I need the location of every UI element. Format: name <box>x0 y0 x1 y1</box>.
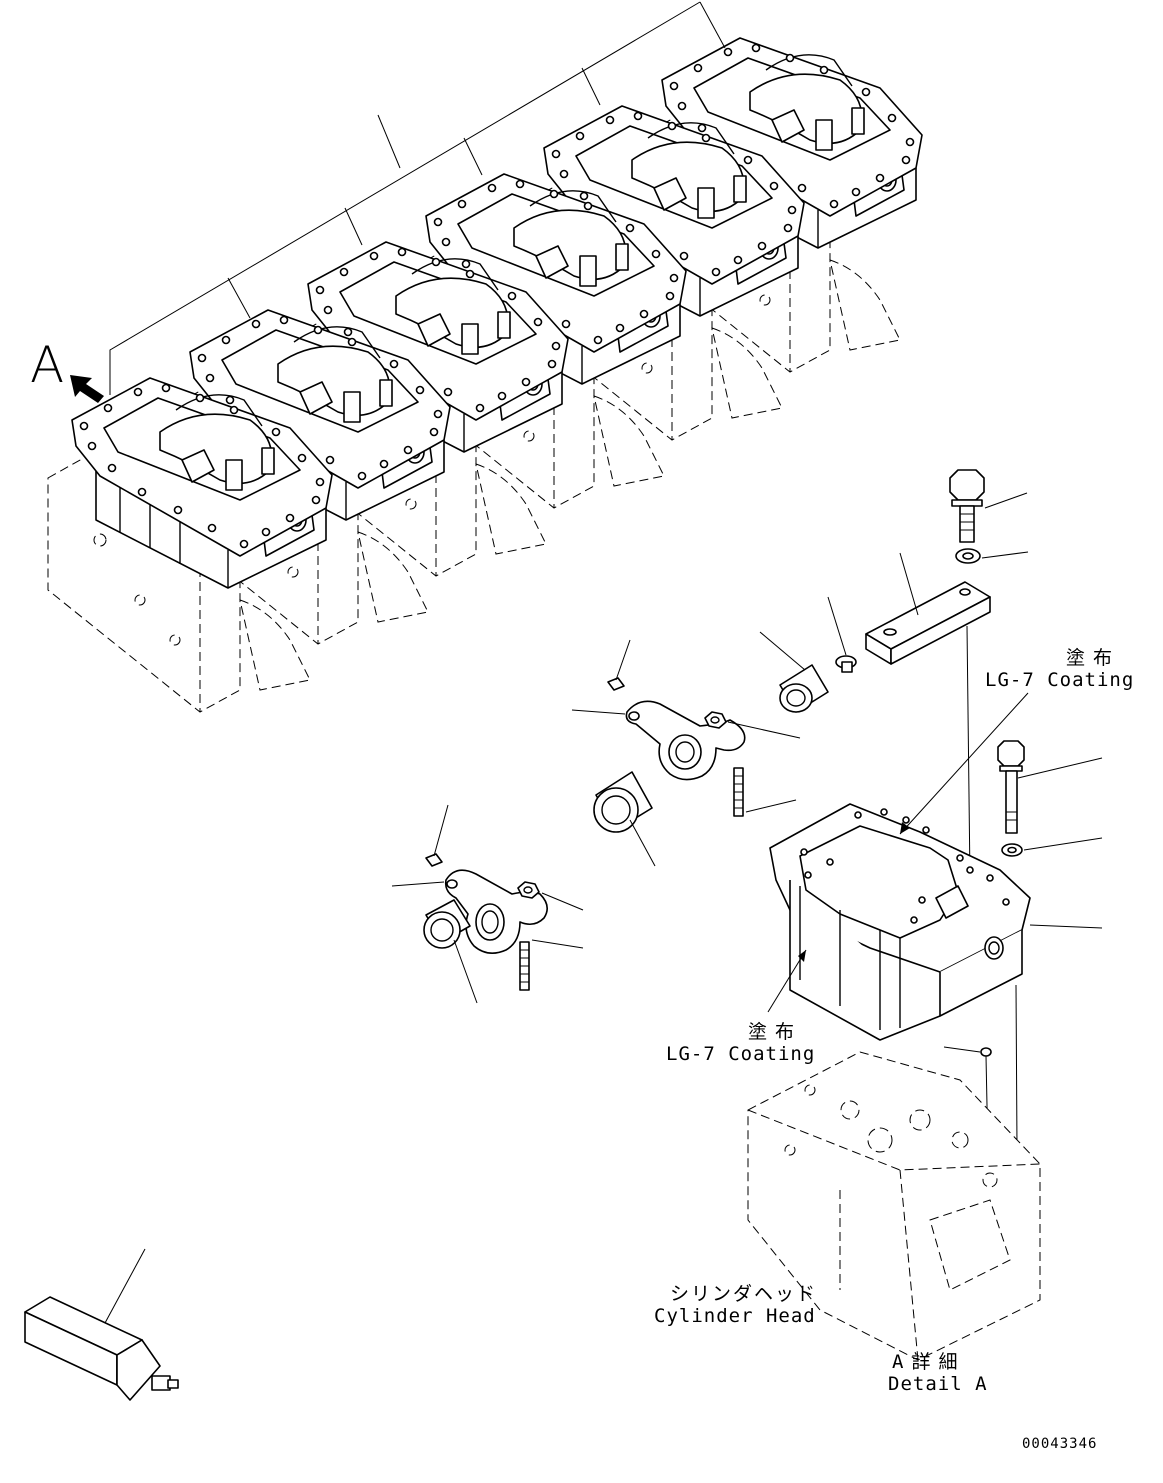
drawing-number: 00043346 <box>1022 1436 1098 1452</box>
coating-label-bottom-jp: 塗布 <box>748 1021 803 1043</box>
view-marker-a: A <box>30 336 65 394</box>
bushing-small-icon <box>423 899 478 1004</box>
plug-icon <box>827 596 857 673</box>
coating-label-bottom-en: LG-7 Coating <box>666 1043 816 1065</box>
rocker-housing-assembly <box>47 37 923 713</box>
lock-nut-lower-icon <box>517 881 584 911</box>
bushing-medium-icon <box>593 771 656 867</box>
lock-nut-upper-icon <box>704 711 801 739</box>
detail-a-label-en: Detail A <box>888 1373 988 1395</box>
rocker-arm-upper-icon <box>571 700 746 781</box>
view-a-arrow-icon <box>70 375 104 403</box>
adjusting-screw-lower-icon <box>425 804 449 867</box>
long-bolt-icon <box>997 740 1103 834</box>
rocker-housing-2 <box>189 309 451 521</box>
coating-label-top-jp: 塗布 <box>1066 647 1121 669</box>
cylinder-head-label-jp: シリンダヘッド <box>670 1283 818 1305</box>
flange-bolt-icon <box>949 469 1028 543</box>
adjusting-screw-upper-icon <box>607 639 631 691</box>
rocker-housing-1 <box>71 377 333 589</box>
cylinder-head-label-en: Cylinder Head <box>654 1305 816 1327</box>
detail-a-label-jp: A詳細 <box>892 1351 966 1373</box>
coating-label-top-en: LG-7 Coating <box>985 669 1135 691</box>
washer-lower-icon <box>1001 837 1103 857</box>
dowel-icon <box>943 1046 992 1057</box>
bushing-large-icon <box>759 631 829 713</box>
service-tool-icon <box>24 1248 179 1401</box>
rocker-housing-6 <box>661 37 923 249</box>
adjusting-stud-lower-icon <box>519 939 584 991</box>
rocker-housing-5 <box>543 105 805 317</box>
assembly-bracket-lines <box>109 1 726 395</box>
rocker-shaft-icon <box>865 552 991 665</box>
rocker-housing-3 <box>307 241 569 453</box>
washer-icon <box>955 548 1029 564</box>
rocker-arm-lower-icon <box>391 869 548 954</box>
cylinder-head-phantom-icon <box>747 1051 1041 1361</box>
adjusting-stud-upper-icon <box>733 767 797 817</box>
rocker-housing-icon <box>769 803 1103 1041</box>
